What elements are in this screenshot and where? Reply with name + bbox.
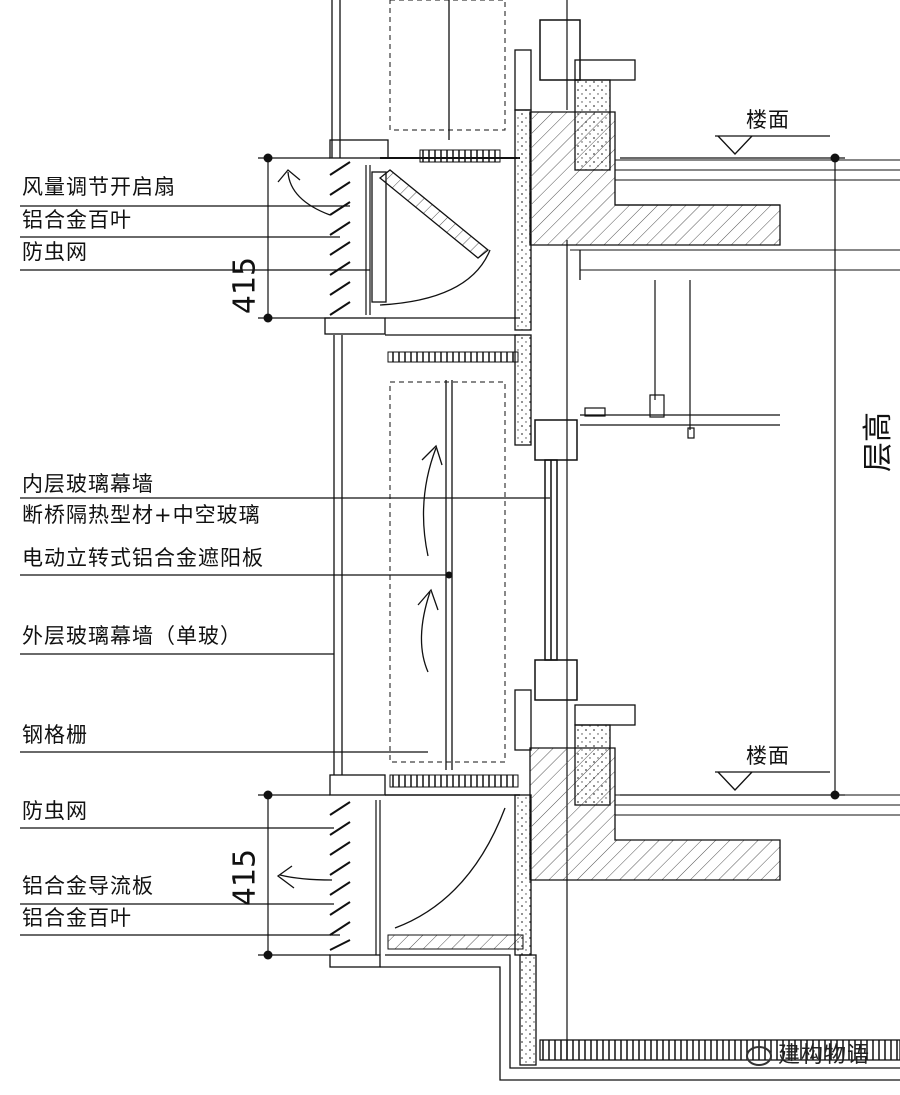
watermark: 建构物语	[745, 1037, 870, 1069]
bottom-edge	[380, 954, 900, 1081]
steel-grating-upper	[419, 149, 501, 163]
level-label-top: 楼面	[746, 108, 790, 132]
label-vent-sash: 风量调节开启扇	[22, 175, 176, 199]
leader-lines	[20, 205, 550, 936]
dimension-label-top: 415	[227, 256, 263, 315]
louvers-top	[329, 161, 351, 316]
floor-height-label: 层高	[861, 412, 896, 472]
inner-glass-wall	[534, 19, 581, 701]
dimension-label-bottom: 415	[227, 848, 263, 907]
label-inner-glass-wall: 内层玻璃幕墙	[22, 472, 154, 496]
ceiling-top	[580, 280, 780, 439]
label-deflector: 铝合金导流板	[22, 874, 154, 898]
louvers-bottom	[329, 801, 351, 951]
wechat-icon	[745, 1046, 772, 1066]
dimension-top	[258, 157, 330, 319]
vent-sash	[371, 169, 491, 306]
label-shading-board: 电动立转式铝合金遮阳板	[22, 546, 264, 570]
label-insect-screen-bottom: 防虫网	[22, 799, 88, 823]
floor-slab-top	[529, 59, 900, 280]
label-louver-top: 铝合金百叶	[22, 208, 132, 232]
dimension-bottom	[258, 794, 330, 956]
deflector	[394, 807, 506, 929]
level-marker-top	[715, 135, 830, 155]
inner-wall	[514, 49, 537, 1066]
level-label-bottom: 楼面	[746, 744, 790, 768]
shading-board	[445, 0, 453, 770]
label-louver-bottom: 铝合金百叶	[22, 906, 132, 930]
level-marker-bottom	[715, 771, 830, 791]
steel-grating-bottom	[389, 774, 519, 788]
floor-height-dimension	[620, 157, 845, 796]
outer-glass-wall	[324, 0, 389, 968]
floor-slab-bottom	[529, 704, 900, 881]
airflow-arrows	[276, 169, 443, 889]
steel-grating-top	[387, 351, 519, 363]
label-thermal-break-glass: 断桥隔热型材+中空玻璃	[22, 503, 261, 527]
label-steel-grating: 钢格栅	[22, 723, 88, 747]
label-outer-glass-wall: 外层玻璃幕墙（单玻）	[22, 624, 242, 648]
label-insect-screen-top: 防虫网	[22, 240, 88, 264]
